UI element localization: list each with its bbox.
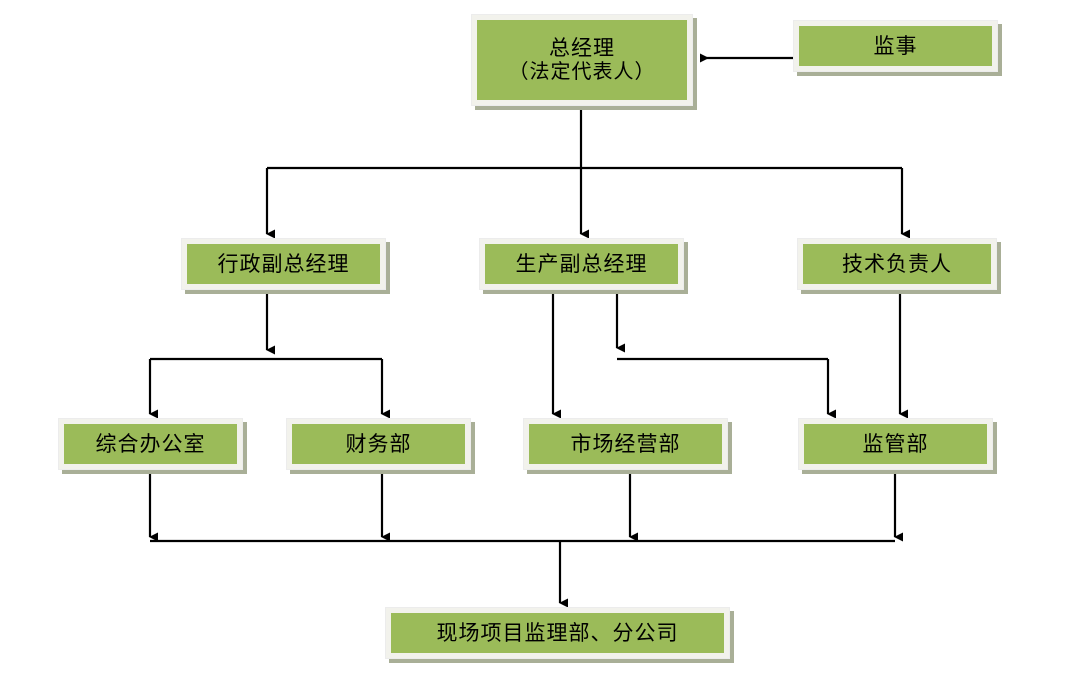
node-general-office-body: 综合办公室: [64, 424, 237, 464]
node-admin-deputy-gm-label: 行政副总经理: [217, 251, 350, 276]
node-finance-dept[interactable]: 财务部: [286, 418, 471, 470]
node-site-supervision-branches-label: 现场项目监理部、分公司: [436, 620, 679, 645]
node-production-deputy-gm-label: 生产副总经理: [515, 251, 648, 276]
node-finance-dept-label: 财务部: [345, 431, 412, 456]
node-production-deputy-gm-body: 生产副总经理: [485, 244, 678, 284]
node-market-operations-dept[interactable]: 市场经营部: [523, 418, 728, 470]
node-admin-deputy-gm[interactable]: 行政副总经理: [181, 238, 386, 290]
node-technical-lead-body: 技术负责人: [803, 244, 991, 284]
node-general-manager-body: 总经理 （法定代表人）: [477, 20, 687, 100]
node-market-operations-dept-body: 市场经营部: [529, 424, 722, 464]
node-admin-deputy-gm-body: 行政副总经理: [187, 244, 380, 284]
node-production-deputy-gm[interactable]: 生产副总经理: [479, 238, 684, 290]
node-supervisor-label: 监事: [873, 33, 918, 58]
node-supervisor-body: 监事: [799, 26, 992, 66]
edge-gm-trunk: [267, 106, 902, 170]
node-general-manager-label: 总经理: [549, 35, 615, 60]
node-general-manager-sublabel: （法定代表人）: [508, 60, 656, 83]
edge-prod-vgm-to-regulate: [615, 290, 836, 419]
edge-admin-vgm-stem: [150, 290, 382, 361]
node-site-supervision-branches[interactable]: 现场项目监理部、分公司: [385, 607, 730, 659]
node-general-office-label: 综合办公室: [95, 431, 206, 456]
node-market-operations-dept-label: 市场经营部: [570, 431, 681, 456]
node-technical-lead[interactable]: 技术负责人: [797, 238, 997, 290]
node-technical-lead-label: 技术负责人: [842, 251, 952, 276]
node-general-manager[interactable]: 总经理 （法定代表人）: [471, 14, 693, 106]
node-finance-dept-body: 财务部: [292, 424, 465, 464]
node-regulation-dept-label: 监管部: [862, 431, 929, 456]
node-regulation-dept-body: 监管部: [804, 424, 987, 464]
node-supervisor[interactable]: 监事: [793, 20, 998, 72]
edge-bottom-bus: [150, 539, 895, 608]
node-regulation-dept[interactable]: 监管部: [798, 418, 993, 470]
node-site-supervision-branches-body: 现场项目监理部、分公司: [391, 613, 724, 653]
node-general-office[interactable]: 综合办公室: [58, 418, 243, 470]
